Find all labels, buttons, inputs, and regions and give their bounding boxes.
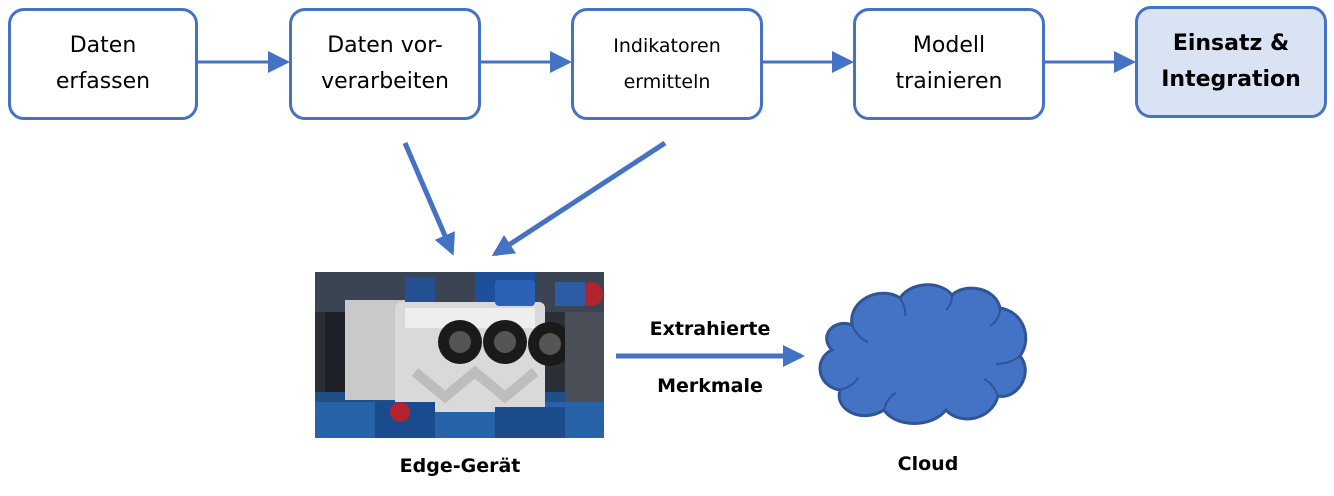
edge-device-image	[315, 272, 604, 438]
cloud-shape	[818, 283, 1028, 425]
edge-device-label: Edge-Gerät	[399, 455, 521, 477]
edge-device-illustration	[315, 272, 604, 438]
step-daten-erfassen: Daten erfassen	[8, 8, 198, 120]
arrow-indikatoren-to-edge	[491, 140, 667, 257]
step-label: Daten vor- verarbeiten	[321, 33, 449, 94]
step-label: Modell trainieren	[895, 33, 1003, 94]
flow-label-line1: Extrahierte	[649, 318, 771, 340]
step-daten-vorverarbeiten: Daten vor- verarbeiten	[289, 8, 481, 120]
step-indikatoren-ermitteln: Indikatoren ermitteln	[571, 8, 763, 120]
arrow-vorverarbeiten-to-edge	[402, 142, 455, 256]
step-label: Indikatoren ermitteln	[613, 35, 721, 93]
step-einsatz-integration: Einsatz & Integration	[1135, 6, 1327, 118]
step-label: Daten erfassen	[55, 33, 151, 94]
step-label: Einsatz & Integration	[1161, 31, 1301, 92]
cloud-label: Cloud	[897, 453, 959, 475]
flow-label-line2: Merkmale	[657, 375, 763, 397]
step-modell-trainieren: Modell trainieren	[853, 8, 1045, 120]
